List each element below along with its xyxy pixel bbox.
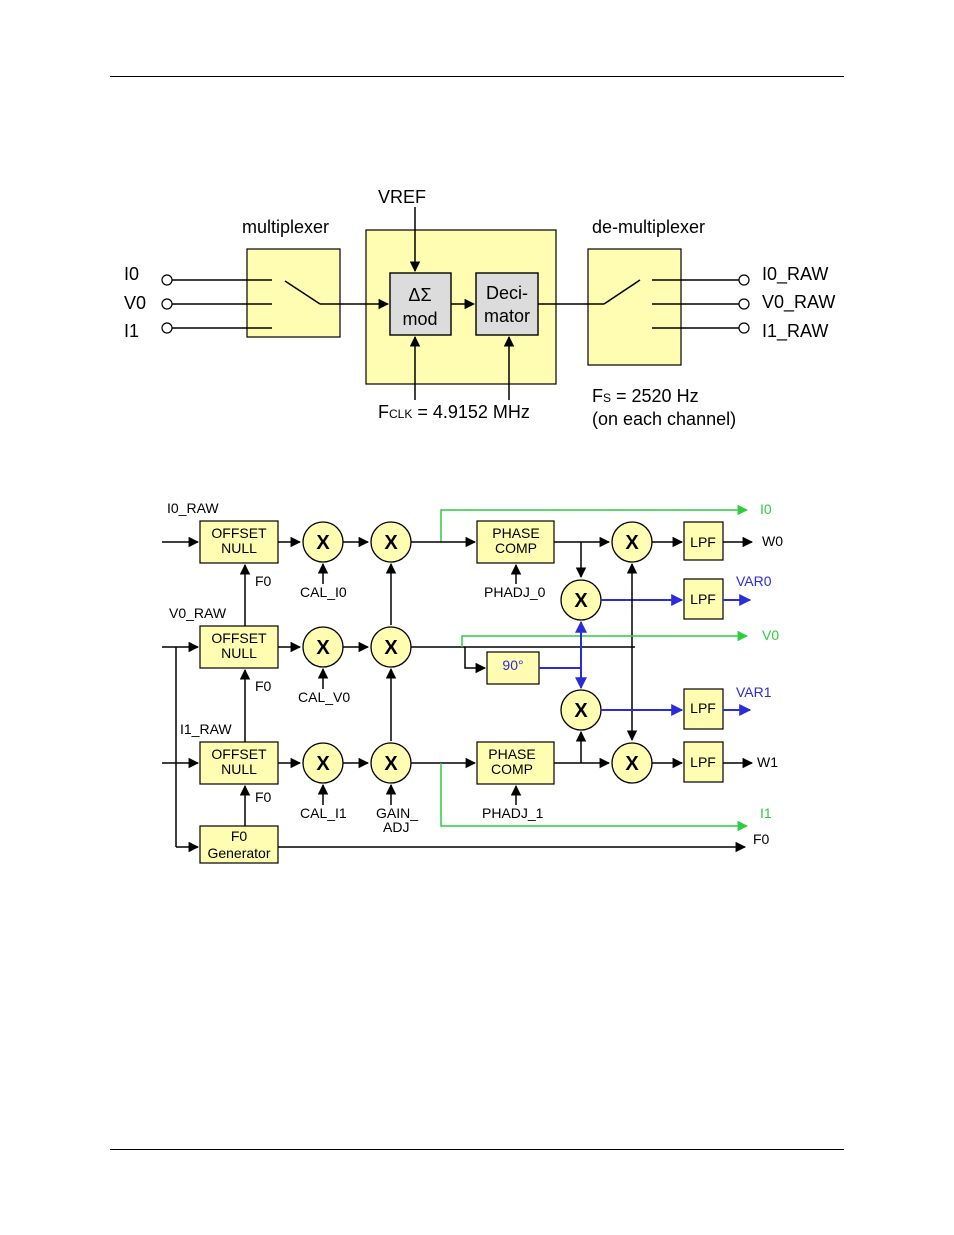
offset-null-i0 (199, 520, 279, 564)
out-var1: VAR1 (736, 684, 772, 700)
phase-shift-90-label: 90° (502, 657, 523, 673)
output-label-i0-raw: I0_RAW (762, 264, 828, 285)
demultiplexer-block (587, 248, 682, 366)
phase-comp-i0-l2: COMP (495, 540, 537, 556)
phase-comp-i1-l1: PHASE (488, 746, 535, 762)
offset-null-v0-l1: OFFSET (211, 630, 267, 646)
output-port-i1-raw (738, 322, 750, 334)
offset-null-v0-l2: NULL (221, 645, 257, 661)
dsm-label-1: ΔΣ (408, 285, 431, 305)
gain-multiplier-i0-x: X (384, 532, 398, 554)
out-w0: W0 (762, 533, 783, 549)
input-label-i1: I1 (124, 321, 139, 341)
phase-comp-i0-l1: PHASE (492, 525, 539, 541)
input-label-i0: I0 (124, 264, 139, 284)
label-i1-raw: I1_RAW (180, 721, 232, 737)
out-f0: F0 (753, 831, 770, 847)
offset-null-i0-l2: NULL (221, 540, 257, 556)
vref-label: VREF (378, 187, 426, 207)
header-rule (110, 76, 844, 77)
phase-comp-i1 (476, 741, 555, 785)
f0-generator-l2: Generator (207, 845, 270, 861)
phase-shift-90 (486, 651, 540, 685)
power-multiplier-w0-x: X (625, 532, 639, 554)
out-v0: V0 (762, 627, 779, 643)
lpf-w0-label: LPF (690, 534, 716, 550)
out-w1: W1 (757, 754, 778, 770)
decimator-label-2: mator (484, 306, 530, 326)
phase-comp-i1-l2: COMP (491, 761, 533, 777)
input-port-i1 (161, 322, 173, 334)
output-port-v0-raw (738, 298, 750, 310)
gain-multiplier-i1-x: X (384, 753, 398, 775)
demux-switch (603, 279, 641, 305)
out-i1: I1 (760, 805, 772, 821)
gain-adj-label-2: ADJ (383, 819, 409, 835)
output-label-i1-raw: I1_RAW (762, 321, 828, 342)
input-port-i0 (161, 274, 173, 286)
offset-null-i1-l2: NULL (221, 761, 257, 777)
output-label-v0-raw: V0_RAW (762, 292, 835, 313)
cal-multiplier-i0-x: X (316, 532, 330, 554)
cal-v0-label: CAL_V0 (298, 689, 350, 705)
lpf-w1 (683, 741, 724, 783)
multiplexer-block (246, 248, 341, 338)
decimator-block (475, 272, 539, 336)
f0-generator (199, 825, 279, 864)
offset-null-i1-l1: OFFSET (211, 746, 267, 762)
out-i0: I0 (760, 501, 772, 517)
signal-processing-diagram: I0_RAW V0_RAW I1_RAW OFFSET NULL OFFSET … (162, 500, 783, 864)
lpf-w1-label: LPF (690, 754, 716, 770)
fs-note: (on each channel) (592, 409, 736, 429)
decimator-label-1: Deci- (486, 283, 528, 303)
cal-i1-label: CAL_I1 (300, 805, 347, 821)
cal-multiplier-i1-x: X (316, 753, 330, 775)
dsm-label-2: mod (402, 309, 437, 329)
multiplexer-label: multiplexer (242, 217, 329, 237)
var-multiplier-1-x: X (574, 700, 588, 722)
cal-i0-label: CAL_I0 (300, 584, 347, 600)
out-var0: VAR0 (736, 573, 772, 589)
mux-switch (284, 280, 321, 305)
fs-label: FS = 2520 Hz (592, 386, 699, 406)
input-port-v0 (161, 298, 173, 310)
output-port-i0-raw (738, 274, 750, 286)
input-label-v0: V0 (124, 293, 146, 313)
f0-label-2: F0 (255, 678, 272, 694)
f0-label-3: F0 (255, 789, 272, 805)
offset-null-v0 (199, 625, 279, 669)
gain-multiplier-v0-x: X (384, 637, 398, 659)
delta-sigma-modulator (389, 272, 452, 336)
phadj1-label: PHADJ_1 (482, 805, 544, 821)
f0-label-1: F0 (255, 573, 272, 589)
fclk-label: FCLK = 4.9152 MHz (378, 402, 530, 422)
demultiplexer-label: de-multiplexer (592, 217, 705, 237)
lpf-var0 (683, 578, 724, 620)
lpf-w0 (683, 521, 724, 561)
lpf-var1-label: LPF (690, 700, 716, 716)
gain-adj-label-1: GAIN_ (376, 805, 418, 821)
label-v0-raw: V0_RAW (169, 605, 227, 621)
power-multiplier-w1-x: X (625, 753, 639, 775)
label-i0-raw: I0_RAW (167, 500, 219, 516)
footer-rule (110, 1149, 844, 1150)
offset-null-i0-l1: OFFSET (211, 525, 267, 541)
cal-multiplier-v0-x: X (316, 637, 330, 659)
var-multiplier-0-x: X (574, 590, 588, 612)
lpf-var0-label: LPF (690, 591, 716, 607)
adc-block-diagram: I0 V0 I1 multiplexer VREF ΔΣ mod Deci- m… (124, 187, 835, 429)
f0-generator-l1: F0 (231, 828, 248, 844)
phase-comp-i0 (476, 520, 555, 564)
phadj0-label: PHADJ_0 (484, 584, 546, 600)
